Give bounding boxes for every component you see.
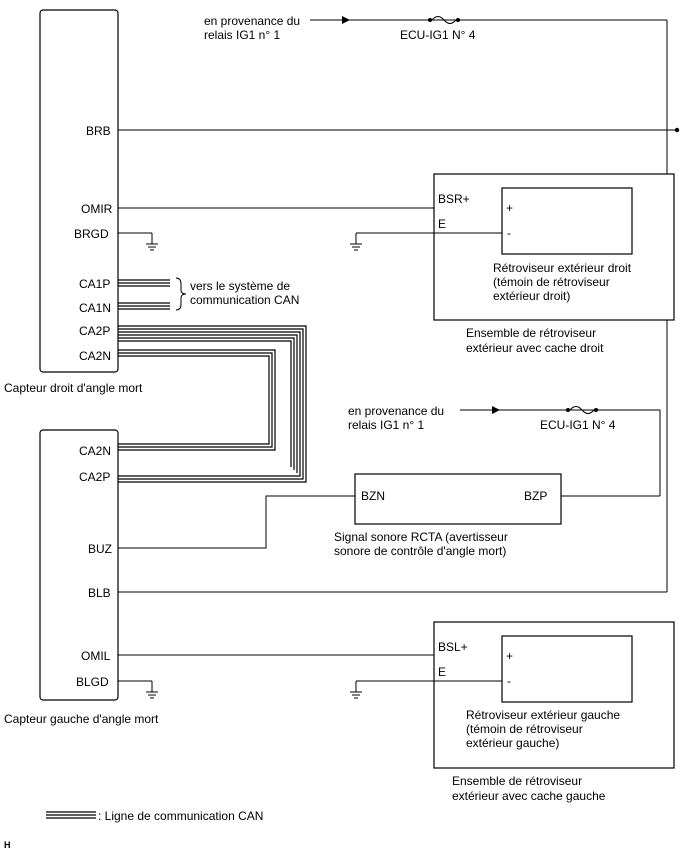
buzzer-caption-line1: Signal sonore RCTA (avertisseur (334, 530, 508, 544)
right-mirror-caption-line1: Ensemble de rétroviseur (466, 326, 596, 340)
pin-brgd: BRGD (74, 227, 109, 241)
wire-buz (118, 495, 355, 549)
right-mirror-minus-sign: - (507, 226, 511, 240)
pin-blb: BLB (88, 586, 111, 600)
supply-top: en provenance du relais IG1 n° 1 ECU-IG1… (204, 14, 667, 42)
left-sensor-label: Capteur gauche d'angle mort (4, 712, 159, 726)
pin-ca1p: CA1P (79, 277, 110, 291)
right-mirror-pin-e: E (438, 217, 446, 231)
arrow-icon (492, 406, 500, 414)
pin-ca2n: CA2N (79, 349, 111, 363)
brace-icon (175, 277, 187, 311)
can-note-line2: communication CAN (190, 293, 299, 307)
pin-omil: OMIL (81, 649, 111, 663)
supply-top-from-line1: en provenance du (204, 14, 300, 28)
ground-icon (349, 243, 363, 251)
left-mirror-minus-sign: - (507, 674, 511, 688)
legend-label: : Ligne de communication CAN (98, 809, 263, 823)
buzzer-pin-bzn: BZN (361, 489, 385, 503)
right-mirror-caption-line2: extérieur avec cache droit (466, 341, 604, 355)
left-mirror-ground (349, 680, 502, 699)
pin-ca2n-left: CA2N (79, 444, 111, 458)
pin-brb: BRB (86, 124, 111, 138)
left-mirror-inner-line2: (témoin de rétroviseur (466, 722, 583, 736)
left-mirror-caption-line1: Ensemble de rétroviseur (452, 774, 582, 788)
left-mirror-pin-plus: BSL+ (438, 640, 468, 654)
supply-top-fuse-label: ECU-IG1 N° 4 (400, 28, 476, 42)
right-mirror-box (501, 187, 633, 255)
left-mirror-pin-e: E (438, 665, 446, 679)
pin-ca2p: CA2P (79, 324, 110, 338)
supply-mid-fuse-label: ECU-IG1 N° 4 (540, 418, 616, 432)
can-line-ca1 (118, 277, 187, 311)
supply-top-from-line2: relais IG1 n° 1 (204, 28, 280, 42)
right-mirror-pin-plus: BSR+ (438, 192, 470, 206)
buzzer-box (354, 473, 562, 525)
right-mirror-inner-line2: (témoin de rétroviseur (493, 275, 610, 289)
wire-blgd (118, 680, 159, 699)
buzzer-pin-bzp: BZP (524, 489, 547, 503)
ground-icon (145, 691, 159, 699)
right-mirror-ground (349, 232, 502, 251)
buzzer-caption-line2: sonore de contrôle d'angle mort) (334, 544, 506, 558)
pin-buz: BUZ (88, 542, 112, 556)
arrow-icon (342, 16, 350, 24)
left-mirror-box (501, 635, 633, 703)
fuse-icon (566, 406, 598, 414)
supply-mid: en provenance du relais IG1 n° 1 ECU-IG1… (348, 404, 661, 497)
left-sensor-box (39, 429, 119, 701)
pin-omir: OMIR (81, 202, 113, 216)
left-mirror-plus-sign: + (506, 649, 513, 663)
right-sensor-label: Capteur droit d'angle mort (4, 381, 143, 395)
pin-ca2p-left: CA2P (79, 470, 110, 484)
right-sensor-box (39, 9, 119, 373)
wire-brgd (118, 232, 159, 251)
corner-mark: H (4, 840, 11, 850)
legend: : Ligne de communication CAN (46, 809, 263, 823)
can-line-legend-icon (46, 811, 96, 819)
left-mirror-inner-line1: Rétroviseur extérieur gauche (466, 708, 620, 722)
left-mirror-caption-line2: extérieur avec cache gauche (452, 789, 606, 803)
supply-mid-from-line2: relais IG1 n° 1 (348, 418, 424, 432)
fuse-icon (428, 16, 460, 24)
supply-mid-from-line1: en provenance du (348, 404, 444, 418)
pin-blgd: BLGD (76, 675, 109, 689)
ground-icon (349, 691, 363, 699)
pin-ca1n: CA1N (79, 301, 111, 315)
left-mirror-inner-line3: extérieur gauche) (466, 736, 559, 750)
can-line-ca2 (118, 325, 307, 483)
right-mirror-inner-line3: extérieur droit) (493, 289, 570, 303)
can-note-line1: vers le système de (190, 279, 290, 293)
right-mirror-inner-line1: Rétroviseur extérieur droit (493, 261, 632, 275)
ground-icon (145, 243, 159, 251)
right-mirror-plus-sign: + (506, 201, 513, 215)
